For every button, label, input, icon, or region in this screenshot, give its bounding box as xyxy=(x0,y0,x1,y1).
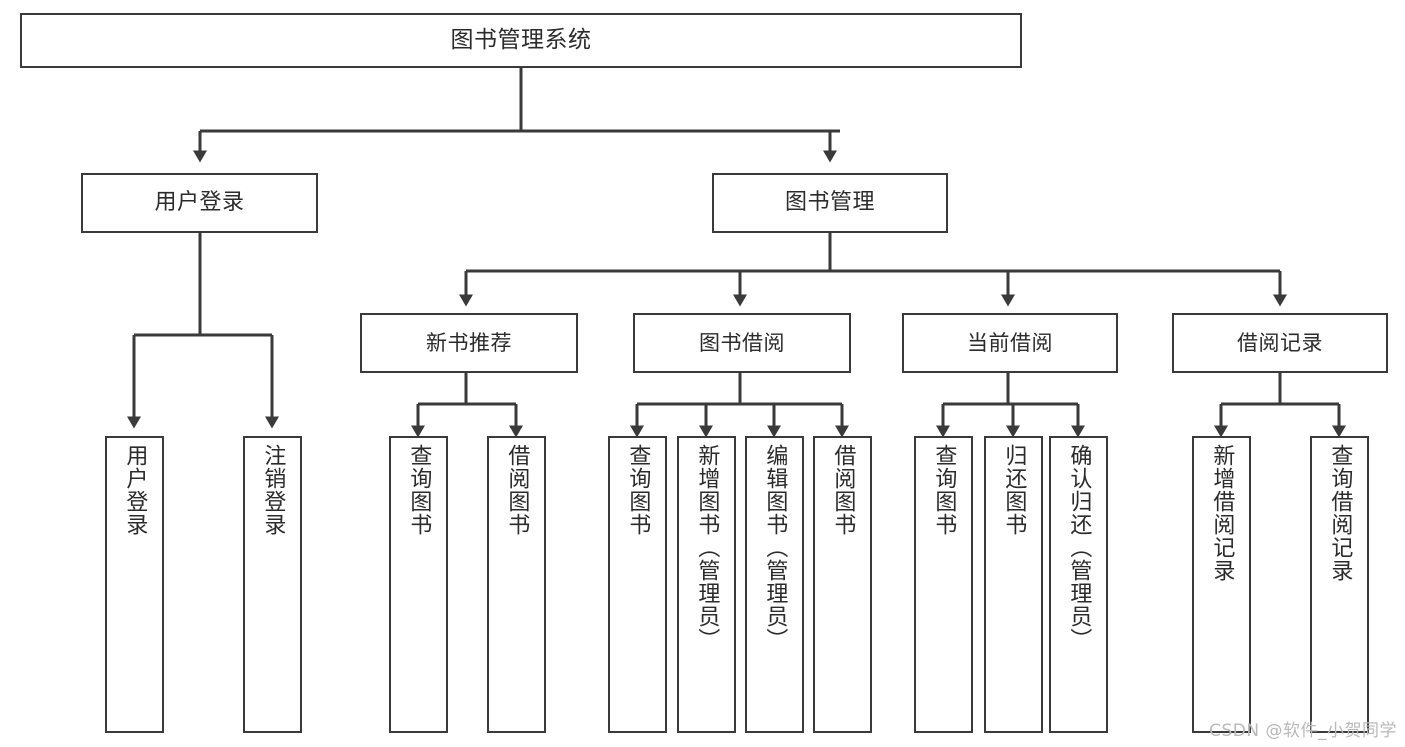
leaf-borrow-query-book-label: 查询图书 xyxy=(625,444,651,536)
node-current-borrow[interactable]: 当前借阅 xyxy=(902,313,1118,373)
node-book-manage[interactable]: 图书管理 xyxy=(712,173,948,233)
node-book-borrow[interactable]: 图书借阅 xyxy=(633,313,851,373)
node-current-borrow-label: 当前借阅 xyxy=(967,330,1053,355)
leaf-add-book-admin[interactable]: 新增图书（管理员） xyxy=(677,436,736,733)
leaf-borrow-query-book[interactable]: 查询图书 xyxy=(608,436,667,733)
leaf-query-borrow-record-label: 查询借阅记录 xyxy=(1327,444,1353,582)
node-new-book-recommend-label: 新书推荐 xyxy=(426,330,512,355)
node-book-manage-label: 图书管理 xyxy=(784,190,875,216)
watermark: CSDN @软件_小贺同学 xyxy=(1209,721,1397,741)
leaf-add-book-admin-label: 新增图书（管理员） xyxy=(694,444,720,651)
node-root-system[interactable]: 图书管理系统 xyxy=(20,13,1022,68)
leaf-current-query-book[interactable]: 查询图书 xyxy=(914,436,973,733)
node-user-login-label: 用户登录 xyxy=(154,190,245,216)
leaf-edit-book-admin-label: 编辑图书（管理员） xyxy=(762,444,788,651)
leaf-add-borrow-record[interactable]: 新增借阅记录 xyxy=(1192,436,1251,733)
leaf-return-book-label: 归还图书 xyxy=(1001,444,1027,536)
leaf-add-borrow-record-label: 新增借阅记录 xyxy=(1209,444,1235,582)
leaf-user-login[interactable]: 用户登录 xyxy=(105,436,164,733)
node-root-system-label: 图书管理系统 xyxy=(450,26,592,53)
leaf-current-query-book-label: 查询图书 xyxy=(931,444,957,536)
leaf-edit-book-admin[interactable]: 编辑图书（管理员） xyxy=(745,436,804,733)
node-borrow-record-label: 借阅记录 xyxy=(1237,330,1323,355)
node-book-borrow-label: 图书借阅 xyxy=(699,330,785,355)
leaf-query-borrow-record[interactable]: 查询借阅记录 xyxy=(1310,436,1369,733)
leaf-new-book-borrow-label: 借阅图书 xyxy=(504,444,530,536)
node-new-book-recommend[interactable]: 新书推荐 xyxy=(360,313,578,373)
leaf-return-book[interactable]: 归还图书 xyxy=(984,436,1043,733)
leaf-logout-login-label: 注销登录 xyxy=(260,444,286,536)
leaf-new-book-borrow[interactable]: 借阅图书 xyxy=(487,436,546,733)
node-user-login[interactable]: 用户登录 xyxy=(81,173,318,233)
leaf-confirm-return-admin-label: 确认归还（管理员） xyxy=(1066,444,1092,651)
leaf-confirm-return-admin[interactable]: 确认归还（管理员） xyxy=(1049,436,1108,733)
leaf-logout-login[interactable]: 注销登录 xyxy=(243,436,302,733)
leaf-user-login-label: 用户登录 xyxy=(122,444,148,536)
leaf-new-book-query-label: 查询图书 xyxy=(406,444,432,536)
leaf-borrow-book[interactable]: 借阅图书 xyxy=(813,436,872,733)
leaf-new-book-query[interactable]: 查询图书 xyxy=(389,436,448,733)
leaf-borrow-book-label: 借阅图书 xyxy=(830,444,856,536)
node-borrow-record[interactable]: 借阅记录 xyxy=(1172,313,1388,373)
